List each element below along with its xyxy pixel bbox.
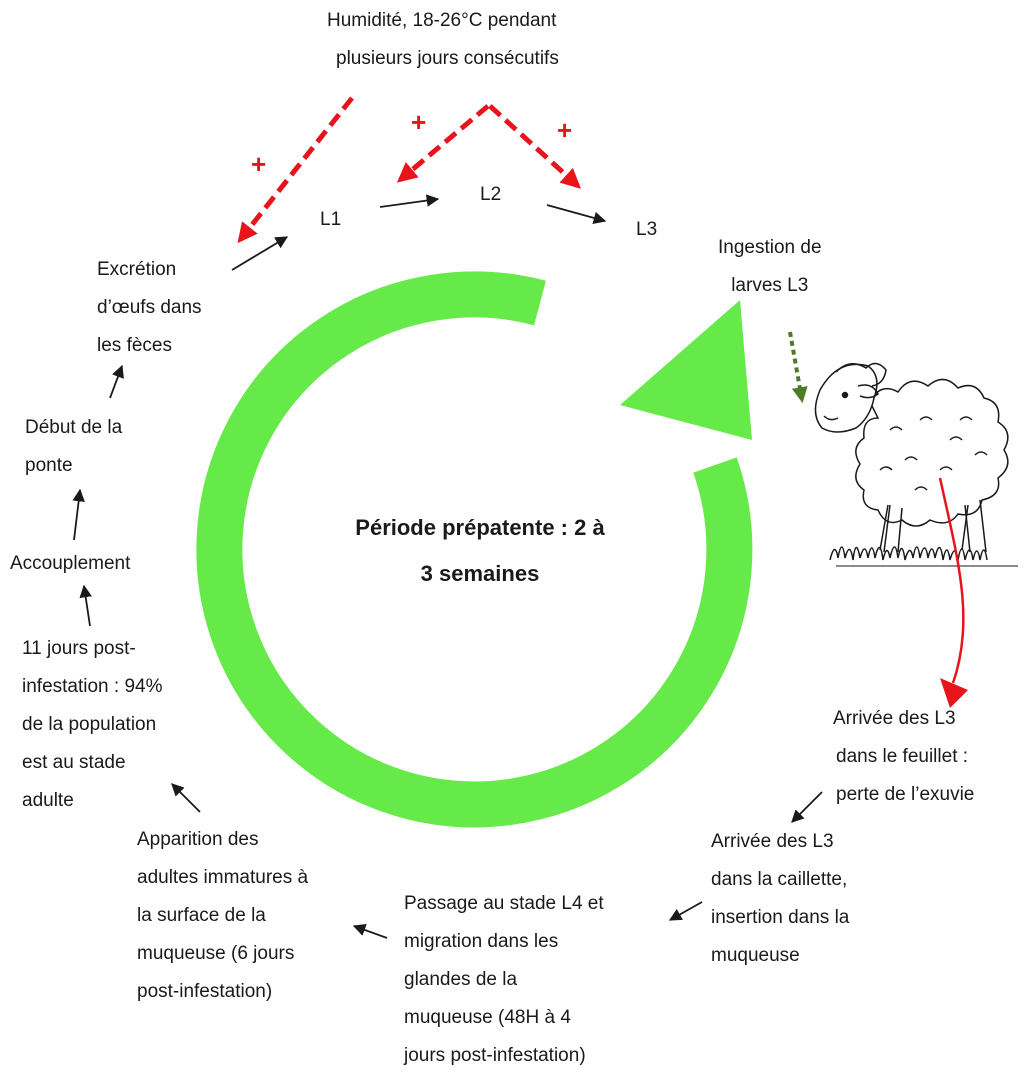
jours11-line-1: 11 jours post- xyxy=(22,638,136,659)
arrow-jours11-accouplement xyxy=(79,584,92,627)
stage-arrows xyxy=(72,194,823,939)
env-arrow-to-excretion xyxy=(237,96,354,244)
stage-apparition: Apparition des adultes immatures à la su… xyxy=(137,821,308,1011)
stage-feuillet: Arrivée des L3 dans le feuillet : perte … xyxy=(833,700,974,814)
jours11-line-5: adulte xyxy=(22,790,74,811)
ingestion-arrow xyxy=(788,331,808,404)
passage-line-2: migration dans les xyxy=(404,931,559,952)
env-arrow-to-l1 xyxy=(396,104,490,183)
feuillet-line-1: Arrivée des L3 xyxy=(833,708,956,729)
stage-11-jours: 11 jours post- infestation : 94% de la p… xyxy=(22,630,162,820)
stage-excretion: Excrétion d’œufs dans les fèces xyxy=(97,251,202,365)
arrow-excretion-l1 xyxy=(231,236,289,271)
arrow-caillette-passage xyxy=(668,901,703,921)
accouplement-line-1: Accouplement xyxy=(10,553,131,574)
arrow-feuillet-caillette xyxy=(791,791,823,823)
larva-l1-label: L1 xyxy=(320,209,342,230)
larva-l2-label: L2 xyxy=(480,184,502,205)
apparition-line-5: post-infestation) xyxy=(137,981,273,1002)
stage-passage-l4: Passage au stade L4 et migration dans le… xyxy=(404,885,604,1075)
arrow-passage-apparition xyxy=(352,923,388,939)
plus-sign-1: + xyxy=(251,149,267,179)
passage-line-1: Passage au stade L4 et xyxy=(404,893,604,914)
feuillet-line-3: perte de l’exuvie xyxy=(836,784,975,805)
passage-line-3: glandes de la xyxy=(404,969,518,990)
arrow-apparition-jours11 xyxy=(171,783,201,813)
plus-sign-2: + xyxy=(411,107,427,137)
internal-path-arrow xyxy=(938,477,968,708)
feuillet-line-2: dans le feuillet : xyxy=(836,746,969,767)
cycle-ring-arrow xyxy=(196,271,753,828)
condition-line-2: plusieurs jours consécutifs xyxy=(336,48,559,69)
debut-line-2: ponte xyxy=(25,455,73,476)
passage-line-5: jours post-infestation) xyxy=(404,1045,586,1066)
arrow-accouplement-debut xyxy=(72,488,85,541)
center-line-2: 3 semaines xyxy=(420,561,540,586)
excretion-line-1: Excrétion xyxy=(97,259,177,280)
jours11-line-4: est au stade xyxy=(22,752,126,773)
caillette-line-1: Arrivée des L3 xyxy=(711,831,834,852)
environment-condition-label: Humidité, 18-26°C pendant plusieurs jour… xyxy=(327,2,559,78)
excretion-line-2: d’œufs dans xyxy=(97,297,202,318)
plus-sign-3: + xyxy=(557,115,573,145)
sheep-illustration xyxy=(814,362,1018,567)
arrow-l1-l2 xyxy=(379,194,440,208)
caillette-line-2: dans la caillette, xyxy=(711,869,848,890)
apparition-line-3: la surface de la xyxy=(137,905,266,926)
prepatent-period-title: Période prépatente : 2 à 3 semaines xyxy=(300,505,660,597)
passage-line-4: muqueuse (48H à 4 xyxy=(404,1007,571,1028)
debut-line-1: Début de la xyxy=(25,417,123,438)
caillette-line-3: insertion dans la xyxy=(711,907,850,928)
ingestion-line-2: larves L3 xyxy=(731,275,809,296)
apparition-line-2: adultes immatures à xyxy=(137,867,309,888)
environment-arrows xyxy=(237,96,581,244)
jours11-line-2: infestation : 94% xyxy=(22,676,163,697)
center-line-1: Période prépatente : 2 à xyxy=(355,515,605,540)
caillette-line-4: muqueuse xyxy=(711,945,800,966)
condition-line-1: Humidité, 18-26°C pendant xyxy=(327,10,557,31)
stage-caillette: Arrivée des L3 dans la caillette, insert… xyxy=(711,823,849,975)
ingestion-label: Ingestion de larves L3 xyxy=(718,229,822,305)
apparition-line-4: muqueuse (6 jours xyxy=(137,943,295,964)
ingestion-line-1: Ingestion de xyxy=(718,237,822,258)
larva-l3-label: L3 xyxy=(636,219,658,240)
arrow-l2-l3 xyxy=(546,204,607,225)
arrow-debut-excretion xyxy=(109,364,124,399)
excretion-line-3: les fèces xyxy=(97,335,172,356)
apparition-line-1: Apparition des xyxy=(137,829,259,850)
jours11-line-3: de la population xyxy=(22,714,157,735)
stage-debut-ponte: Début de la ponte xyxy=(25,409,122,485)
stage-accouplement: Accouplement xyxy=(10,545,130,583)
